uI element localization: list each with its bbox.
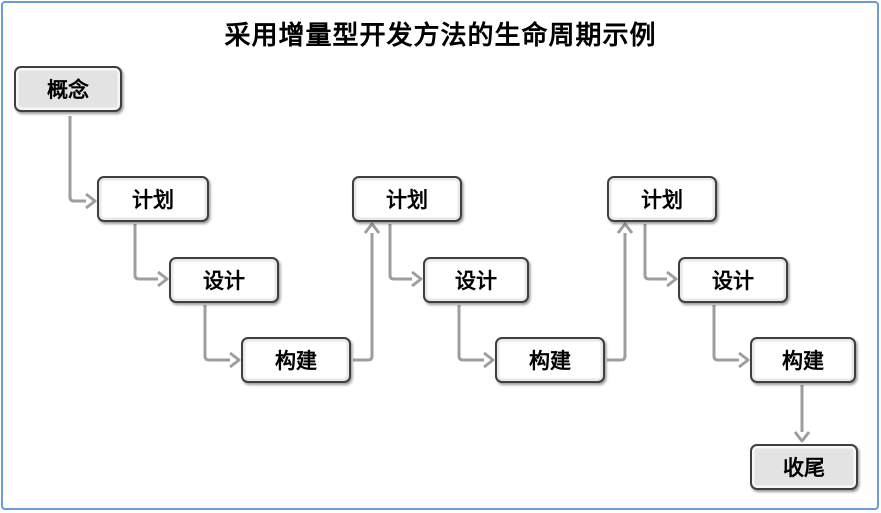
connector-plan1-design1 — [133, 224, 158, 281]
node-concept: 概念 — [14, 66, 122, 112]
arrowhead-right-build3 — [738, 351, 750, 369]
node-closeout: 收尾 — [750, 444, 858, 490]
arrowhead-up-plan2 — [363, 222, 381, 234]
arrowhead-right-design2 — [411, 270, 423, 288]
connector-concept-plan1 — [68, 116, 86, 203]
connector-design2-build2 — [457, 305, 484, 362]
connector-design1-build1 — [203, 305, 230, 362]
arrowhead-up-plan3 — [616, 222, 634, 234]
node-plan-3: 计划 — [607, 176, 717, 222]
node-plan-1: 计划 — [97, 176, 209, 222]
node-plan-2: 计划 — [352, 176, 462, 222]
arrowhead-right-design3 — [666, 270, 678, 288]
connector-plan3-design3 — [643, 224, 667, 281]
arrowhead-right-design1 — [157, 270, 169, 288]
node-design-2: 设计 — [423, 257, 529, 303]
diagram-title: 采用增量型开发方法的生命周期示例 — [224, 20, 657, 50]
arrowhead-down-closeout — [793, 431, 811, 443]
connector-plan2-design2 — [388, 224, 412, 281]
node-build-1: 构建 — [241, 337, 351, 383]
connector-design3-build3 — [712, 305, 739, 362]
arrowhead-right-plan1 — [85, 192, 97, 210]
connector-build1-plan2 — [353, 233, 374, 362]
connector-build2-plan3 — [607, 233, 627, 362]
node-build-3: 构建 — [750, 337, 856, 383]
arrowhead-right-build1 — [229, 351, 241, 369]
node-design-3: 设计 — [678, 257, 788, 303]
arrowhead-right-build2 — [483, 351, 495, 369]
node-design-1: 设计 — [169, 257, 279, 303]
node-build-2: 构建 — [495, 337, 605, 383]
